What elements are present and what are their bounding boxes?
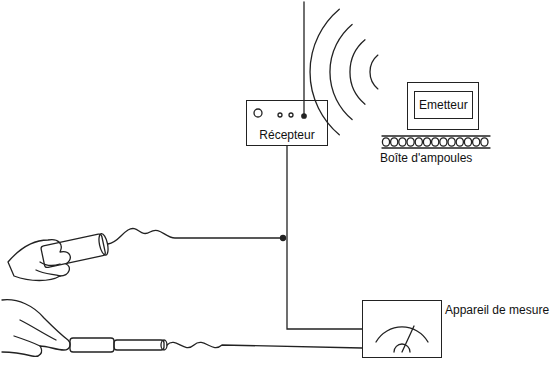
hand-fingers xyxy=(36,262,60,276)
part-label: Boîte d'ampoules xyxy=(380,151,472,165)
hand xyxy=(8,240,70,281)
bulb xyxy=(423,138,430,146)
bulb xyxy=(382,138,389,146)
bulb xyxy=(440,138,447,146)
box-label: Récepteur xyxy=(247,128,327,142)
bulb xyxy=(399,138,406,146)
bulb xyxy=(432,138,439,146)
bulb xyxy=(407,138,414,146)
wire xyxy=(287,146,362,329)
hand-fingers xyxy=(14,320,56,346)
meter-box: Appareil de mesure xyxy=(362,300,442,358)
hand-electrode xyxy=(41,233,110,268)
box-label: Appareil de mesure xyxy=(445,303,549,317)
receiver-box: Récepteur xyxy=(246,100,328,146)
receiver-knob xyxy=(254,109,262,117)
bulb-box xyxy=(382,136,490,148)
bulb xyxy=(391,138,398,146)
hand xyxy=(2,300,70,357)
wire xyxy=(108,228,283,244)
box-label: Emetteur xyxy=(414,91,473,119)
bulb xyxy=(456,138,463,146)
bulb xyxy=(481,138,488,146)
radio-waves xyxy=(310,9,378,135)
receiver-knob xyxy=(278,113,282,117)
bulb xyxy=(415,138,422,146)
antenna xyxy=(303,2,304,114)
wire xyxy=(167,342,362,348)
receiver-knob xyxy=(289,113,293,117)
bulb xyxy=(448,138,455,146)
emitter-box: Emetteur xyxy=(407,82,479,130)
meter-dial xyxy=(376,326,428,352)
bulb xyxy=(464,138,471,146)
antenna-foot xyxy=(302,114,306,118)
probe-electrode xyxy=(70,338,167,352)
bulb xyxy=(473,138,480,146)
